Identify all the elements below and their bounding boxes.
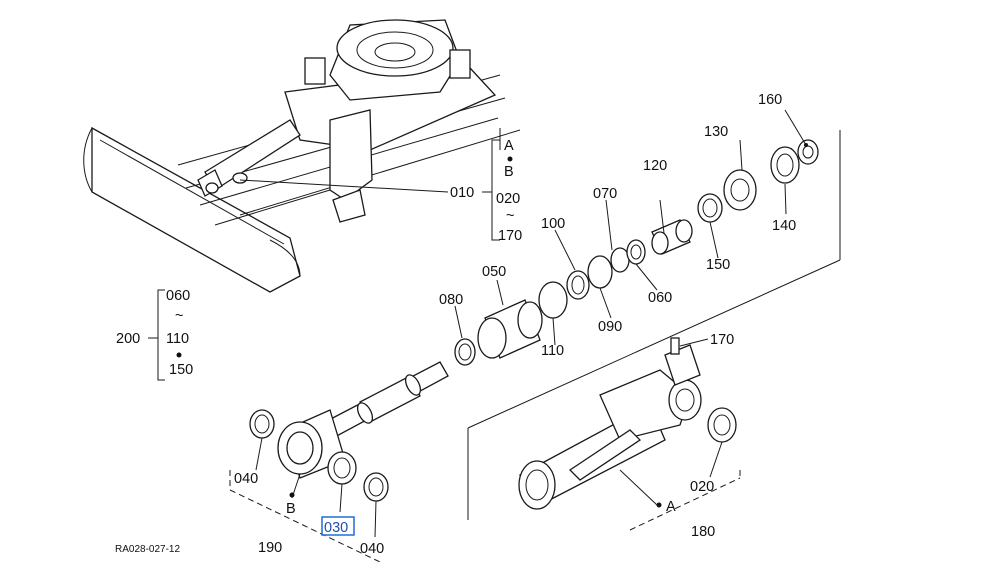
group-outlines <box>229 470 741 563</box>
callout-070[interactable]: 070 <box>593 186 617 202</box>
reference-dots <box>176 143 808 508</box>
piston-rod-assembly <box>249 139 819 502</box>
callout-180[interactable]: 180 <box>691 524 715 540</box>
callout-030-selected[interactable]: 030 <box>324 520 348 536</box>
callout-060-range[interactable]: 060 <box>166 288 190 304</box>
callout-060[interactable]: 060 <box>648 290 672 306</box>
callout-080[interactable]: 080 <box>439 292 463 308</box>
callout-020-cylinder[interactable]: 020 <box>690 479 714 495</box>
callout-160[interactable]: 160 <box>758 92 782 108</box>
callout-090[interactable]: 090 <box>598 319 622 335</box>
callout-range-a: A <box>504 138 514 154</box>
callout-110-range[interactable]: 110 <box>166 331 189 347</box>
callout-190[interactable]: 190 <box>258 540 282 556</box>
callout-150[interactable]: 150 <box>706 257 730 273</box>
callout-170[interactable]: 170 <box>710 332 734 348</box>
callout-label-b: B <box>286 501 296 517</box>
callout-range-b: B <box>504 164 514 180</box>
range-tilde-1: ~ <box>506 208 514 224</box>
callout-100[interactable]: 100 <box>541 216 565 232</box>
callout-010[interactable]: 010 <box>450 185 474 201</box>
callout-040-left[interactable]: 040 <box>234 471 258 487</box>
callout-030-highlight <box>321 516 355 536</box>
callout-labels: 010 A B 020 ~ 170 060 ~ 200 110 150 160 … <box>115 92 796 557</box>
callout-170-range[interactable]: 170 <box>498 228 522 244</box>
cylinder-tube <box>518 337 737 510</box>
leader-lines <box>148 109 807 538</box>
drawing-code: RA028-027-12 <box>115 544 180 555</box>
machine-body-illustration <box>83 19 521 293</box>
callout-140[interactable]: 140 <box>772 218 796 234</box>
callout-200[interactable]: 200 <box>116 331 140 347</box>
callout-040-right[interactable]: 040 <box>360 541 384 557</box>
callout-110[interactable]: 110 <box>541 343 564 359</box>
callout-120[interactable]: 120 <box>643 158 667 174</box>
callout-020-range[interactable]: 020 <box>496 191 520 207</box>
callout-130[interactable]: 130 <box>704 124 728 140</box>
range-tilde-2: ~ <box>175 308 183 324</box>
exploded-view-frame <box>467 128 841 520</box>
callout-050[interactable]: 050 <box>482 264 506 280</box>
callout-150-range[interactable]: 150 <box>169 362 193 378</box>
callout-label-a: A <box>666 499 676 515</box>
